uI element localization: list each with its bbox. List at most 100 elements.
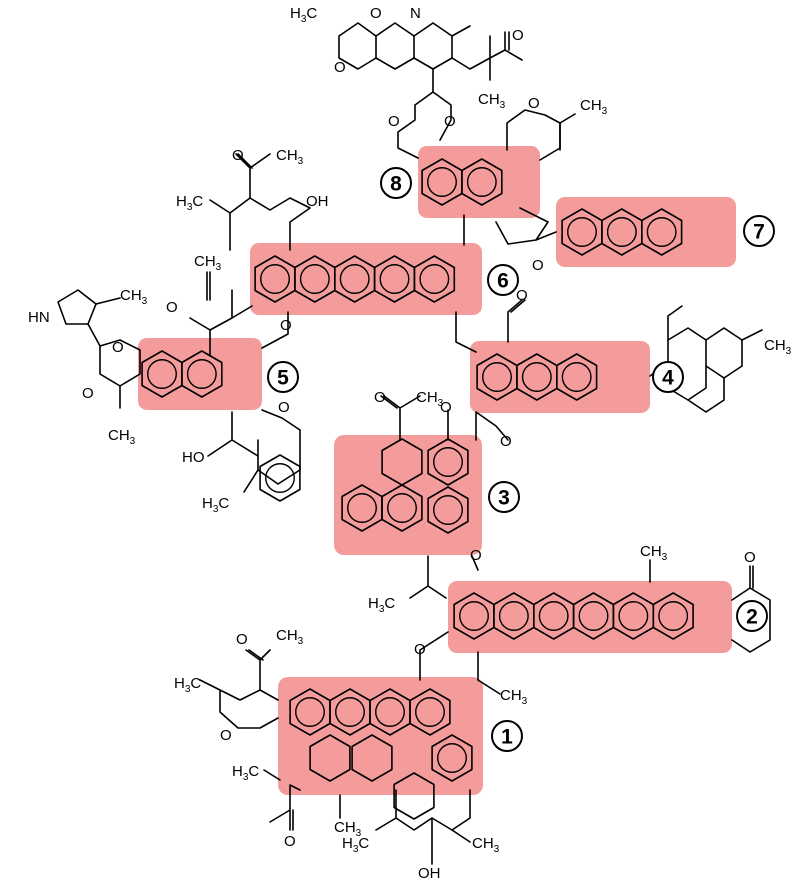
atom-label-ch3: CH3	[500, 687, 528, 707]
atom-label-o: O	[374, 389, 386, 406]
atom-label-o: O	[516, 287, 528, 304]
segment-3-ring-1	[427, 438, 469, 486]
segment-2-ring-6-aromatic-circle	[658, 601, 689, 631]
segment-5-ring-1-aromatic-circle	[147, 359, 177, 389]
atom-labels: H3C O N O O CH3 O O O CH3 O CH3 H3C OH C…	[28, 5, 792, 882]
atom-label-oh: OH	[418, 865, 441, 882]
segment-8-ring-2-aromatic-circle	[466, 167, 497, 197]
segment-badge-1-number: 1	[501, 726, 513, 749]
highlight-segment-2	[448, 581, 732, 653]
segment-1-ring-1-aromatic-circle	[295, 697, 325, 727]
atom-label-h3c: H3C	[176, 193, 203, 213]
atom-label-o: O	[388, 113, 400, 130]
segment-badge-5-number: 5	[277, 367, 289, 390]
atom-label-hn: HN	[28, 309, 50, 326]
segment-3-ring-3	[381, 484, 423, 532]
atom-label-ch3: CH3	[640, 543, 668, 563]
segment-2-ring-2-aromatic-circle	[498, 601, 529, 631]
atom-label-o: O	[236, 631, 248, 648]
segment-6-ring-5	[413, 255, 456, 303]
bond-layer	[57, 22, 771, 865]
highlight-segment-5	[138, 338, 262, 410]
atom-label-o: O	[528, 95, 540, 112]
segment-badge-3-number: 3	[498, 487, 510, 510]
segment-badges: 1 2 3 4 5 6 7 8	[267, 167, 775, 752]
atom-label-o: O	[280, 317, 292, 334]
atom-label-ch3: CH3	[580, 97, 608, 117]
atom-label-ch3: CH3	[334, 819, 362, 839]
atom-label-o: O	[414, 641, 426, 658]
atom-label-o: O	[112, 339, 124, 356]
segment-1-ring-8	[393, 772, 435, 820]
segment-5-ring-2	[181, 350, 223, 398]
highlight-segment-6	[250, 243, 482, 315]
atom-label-ch3: CH3	[764, 337, 792, 357]
segment-6-ring-4-aromatic-circle	[379, 264, 410, 294]
atom-label-o: O	[512, 27, 524, 44]
segment-3-ring-4	[427, 486, 469, 534]
segment-8-ring-1-aromatic-circle	[427, 167, 457, 197]
atom-label-h3c: H3C	[342, 835, 369, 855]
segment-3-ring-5	[381, 438, 423, 486]
highlight-segment-7	[556, 197, 736, 267]
highlight-segment-4	[470, 341, 650, 413]
segment-8-ring-2	[461, 158, 503, 206]
segment-3-ring-1-aromatic-circle	[433, 447, 463, 477]
segment-1-ring-7	[351, 734, 393, 782]
segment-badge-8-number: 8	[390, 173, 402, 196]
atom-label-o: O	[444, 113, 456, 130]
segment-badge-2: 2	[736, 600, 768, 632]
segment-2-ring-4-aromatic-circle	[578, 601, 609, 631]
atom-label-ch3: CH3	[194, 253, 222, 273]
segment-4-ring-2-aromatic-circle	[521, 362, 552, 392]
atom-label-o: O	[334, 59, 346, 76]
atom-label-o: O	[278, 399, 290, 416]
aux-benzene-aromatic-circle	[265, 463, 295, 493]
atom-label-ch3: CH3	[276, 147, 304, 167]
segment-badge-5: 5	[267, 361, 299, 393]
atom-label-ch3: CH3	[416, 389, 444, 409]
segment-2-ring-6	[652, 592, 694, 640]
atom-label-ho: HO	[182, 449, 205, 466]
segment-1-ring-5	[431, 734, 473, 782]
atom-label-o: O	[82, 385, 94, 402]
atom-label-ch3: CH3	[478, 91, 506, 111]
ring-layer	[141, 158, 694, 820]
segment-3-ring-2-aromatic-circle	[347, 493, 377, 523]
segment-7-ring-3-aromatic-circle	[646, 217, 677, 247]
segment-7-ring-3	[640, 208, 683, 256]
highlight-segment-8	[418, 146, 540, 218]
atom-label-ch3: CH3	[276, 627, 304, 647]
segment-6-ring-2-aromatic-circle	[299, 264, 330, 294]
segment-6-ring-3-aromatic-circle	[339, 264, 370, 294]
atom-label-ch3: CH3	[472, 835, 500, 855]
segment-badge-1: 1	[491, 720, 523, 752]
segment-badge-4: 4	[652, 361, 684, 393]
segment-3-ring-3-aromatic-circle	[387, 493, 417, 523]
atom-label-ch3: CH3	[108, 427, 136, 447]
segment-badge-7-number: 7	[753, 221, 765, 244]
segment-badge-6: 6	[487, 264, 519, 296]
segment-1-ring-6	[309, 734, 351, 782]
segment-badge-2-number: 2	[746, 606, 758, 629]
segment-4-ring-3-aromatic-circle	[561, 362, 592, 392]
segment-2-ring-1-aromatic-circle	[459, 601, 489, 631]
segment-4-ring-1-aromatic-circle	[482, 362, 512, 392]
atom-label-h3c: H3C	[174, 675, 201, 695]
segment-1-ring-4	[409, 688, 451, 736]
atom-label-o: O	[500, 433, 512, 450]
segment-badge-6-number: 6	[497, 270, 509, 293]
segment-7-ring-1-aromatic-circle	[567, 217, 597, 247]
segment-1-ring-2-aromatic-circle	[335, 697, 365, 727]
segment-1-ring-4-aromatic-circle	[415, 697, 445, 727]
segment-5-ring-2-aromatic-circle	[186, 359, 217, 389]
atom-label-o: O	[532, 257, 544, 274]
atom-label-oh: OH	[306, 193, 329, 210]
atom-label-o: O	[232, 147, 244, 164]
atom-label-o: O	[744, 549, 756, 566]
atom-label-h3c: H3C	[290, 5, 317, 25]
segment-7-ring-2-aromatic-circle	[606, 217, 637, 247]
atom-label-n: N	[410, 5, 421, 22]
atom-label-ch3: CH3	[120, 287, 148, 307]
